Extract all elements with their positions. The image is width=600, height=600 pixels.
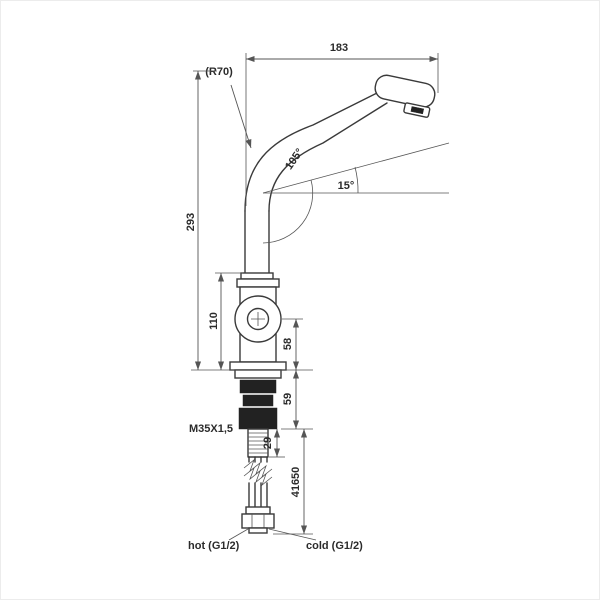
radius-leader bbox=[230, 84, 252, 149]
mounting-washer bbox=[242, 394, 274, 407]
spout-axis-line bbox=[262, 142, 450, 194]
dim-110-label: 110 bbox=[208, 312, 220, 330]
thread-lines bbox=[248, 432, 268, 454]
aerator-mouth bbox=[410, 106, 424, 115]
angle-annotations: 105° 15° bbox=[262, 142, 450, 244]
flange-plate-bottom bbox=[234, 369, 282, 379]
break-zigzag-2 bbox=[243, 466, 273, 487]
hose-upper-segment bbox=[248, 456, 268, 463]
hot-leader-line bbox=[228, 528, 249, 541]
collar-ring-lower bbox=[236, 278, 280, 288]
angle-spout-label: 15° bbox=[338, 180, 355, 192]
dim-41650-label: 41650 bbox=[290, 467, 302, 498]
cold-leader-line bbox=[268, 528, 317, 541]
mounting-nut bbox=[238, 407, 278, 430]
flange-plate-top bbox=[229, 361, 287, 371]
faucet-outline bbox=[229, 74, 436, 534]
hose-lower-segment bbox=[248, 482, 268, 508]
dim-59-label: 59 bbox=[282, 393, 294, 405]
angle-arc-105 bbox=[262, 179, 314, 244]
angle-bend-label: 105° bbox=[283, 147, 306, 173]
dim-183-label: 183 bbox=[330, 42, 348, 54]
thread-spec-label: M35X1,5 bbox=[189, 423, 233, 435]
hex-nut-facets bbox=[251, 514, 265, 528]
dimensions: 183 (R70) 293 110 58 59 M35X1,5 29 41650 bbox=[185, 42, 439, 535]
connector-sleeve bbox=[245, 506, 271, 515]
connection-labels: hot (G1/2) cold (G1/2) bbox=[188, 528, 363, 552]
dim-293-label: 293 bbox=[185, 213, 197, 231]
hose-connector bbox=[241, 506, 275, 534]
connector-tail bbox=[248, 527, 268, 534]
threaded-shank bbox=[247, 428, 269, 458]
hoses bbox=[243, 456, 273, 508]
collar-ring-upper bbox=[240, 272, 274, 280]
cold-connection-label: cold (G1/2) bbox=[306, 540, 363, 552]
shank-outline bbox=[247, 428, 269, 458]
dim-29-label: 29 bbox=[262, 437, 274, 449]
center-mark bbox=[251, 312, 265, 326]
spout-head bbox=[374, 74, 436, 118]
rubber-seal bbox=[239, 379, 277, 394]
connector-hex-nut bbox=[241, 513, 275, 529]
handle-joint-inner-circle bbox=[246, 307, 270, 331]
dim-58-label: 58 bbox=[282, 338, 294, 350]
hot-connection-label: hot (G1/2) bbox=[188, 540, 240, 552]
spout-head-body bbox=[374, 74, 436, 108]
break-zigzag-1 bbox=[243, 458, 273, 479]
angle-arc-15 bbox=[354, 166, 359, 194]
spout-inner-curve bbox=[268, 102, 388, 212]
radius-label: (R70) bbox=[205, 66, 233, 78]
